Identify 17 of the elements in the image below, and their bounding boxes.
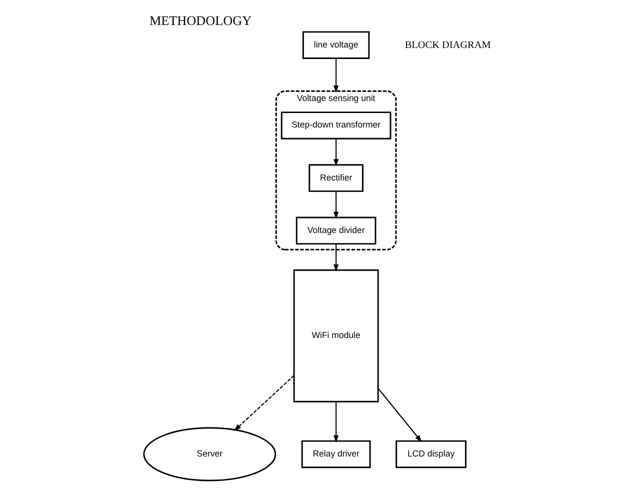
node-box: Voltage divider xyxy=(295,216,376,245)
node-box: Rectifier xyxy=(308,164,363,192)
arrow xyxy=(333,138,338,166)
arrow xyxy=(333,402,338,443)
node-box: Relay driver xyxy=(300,440,370,468)
node-box: WiFi module xyxy=(292,269,378,402)
arrow xyxy=(333,244,338,272)
arrow xyxy=(333,58,338,93)
node-box: LCD display xyxy=(395,440,466,468)
diagram-title: METHODOLOGY xyxy=(148,12,252,28)
arrow xyxy=(333,191,338,220)
arrow xyxy=(233,375,294,432)
node-box: line voltage xyxy=(302,31,370,59)
label: BLOCK DIAGRAM xyxy=(404,40,490,51)
node-box: Step-down transformer xyxy=(280,112,391,140)
arrow xyxy=(377,388,422,442)
node-ellipse: Server xyxy=(142,427,276,482)
